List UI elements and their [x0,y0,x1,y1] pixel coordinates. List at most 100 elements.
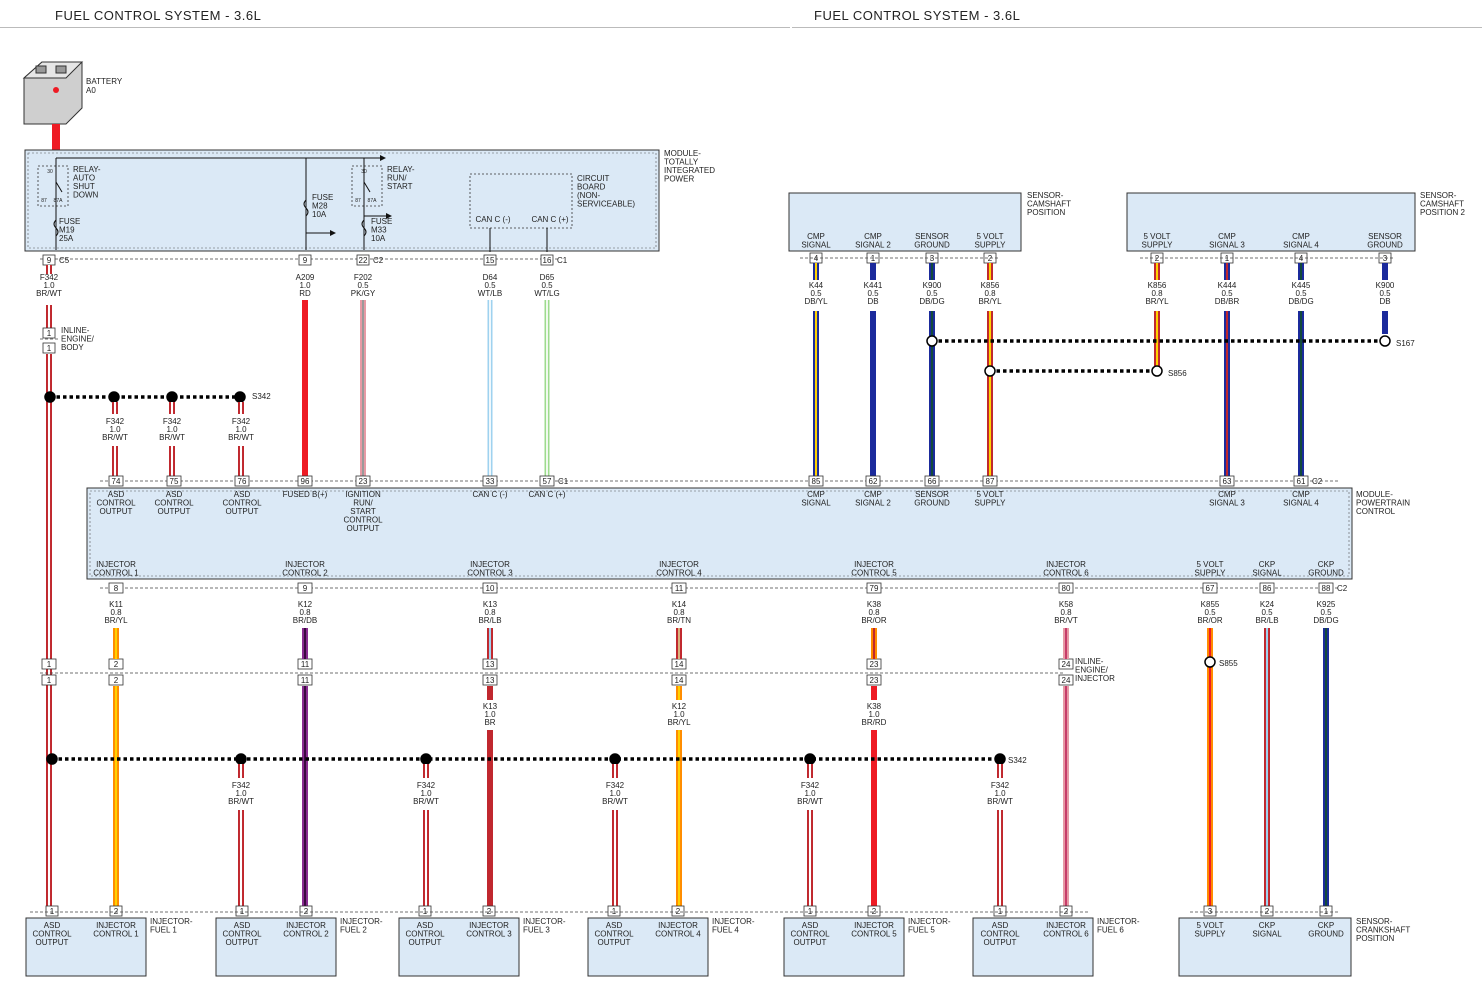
injector-asd-label: OUTPUT [598,938,631,947]
splice-dot [235,753,247,765]
fuse-m28-label: FUSE [312,193,333,202]
sensor-camshaft-2-name: POSITION 2 [1420,208,1465,217]
cmp1-wire-label: 0.8 [984,289,996,298]
page-title-right: FUEL CONTROL SYSTEM - 3.6L [814,8,1021,23]
relay-asd-label: AUTO [73,174,95,183]
cmp1-wire-label: BR/YL [978,297,1002,306]
pcm-top-label: START [350,507,376,516]
ckp-pin [1319,905,1333,917]
tipm-conn-C1: C1 [557,256,568,265]
sensor-camshaft-1-name: CAMSHAFT [1027,200,1071,209]
fuse-m28-arrow [330,230,336,236]
pcm-top-label: CONTROL [96,499,136,508]
f342-label: BR/WT [987,797,1013,806]
pcm-bottom-wire-label: K24 [1260,600,1275,609]
tipm-name: INTEGRATED [664,166,715,175]
inline-injector-pin [108,674,124,686]
pcm-top-pin [1219,475,1235,487]
injector-name: INJECTOR- [712,917,755,926]
relay-run-contact [363,181,371,193]
pcm-top-pin [355,475,371,487]
splice-dot [994,753,1006,765]
relay-run-arrow [386,213,392,219]
cmp2-wire-label: K445 [1292,281,1311,290]
pcm-top-pin [982,475,998,487]
after-inline-label: 1.0 [673,710,685,719]
pcm-top-pin [297,475,313,487]
inline-injector-pin [866,674,882,686]
pcm-bottom-pin-num: 80 [1062,584,1071,593]
sensor-crankshaft [1178,917,1352,977]
pcm-bottom-wire-label: 0.5 [1320,608,1332,617]
injector-asd-label: ASD [606,921,623,930]
pcm-bottom-wire-label: BR/VT [1054,616,1078,625]
tipm-name: POWER [664,175,694,184]
inline-injector-pin-num: 1 [47,660,52,669]
pcm-bottom-pin-num: 9 [303,584,308,593]
pcm-top-label: SIGNAL [801,499,831,508]
pcm-top-pin [482,475,498,487]
pcm-top-label: CMP [807,490,825,499]
ckp-pin-num: 2 [1265,907,1270,916]
f342-label: F342 [801,781,820,790]
tipm-conn-C2: C2 [373,256,384,265]
cmp2-term-label: SUPPLY [1142,241,1174,250]
fuse-m28-label: 10A [312,210,327,219]
f342-label: F342 [163,417,182,426]
tipm-pin-16 [540,254,554,266]
pcm-top-label: CONTROL [222,499,262,508]
relay-asd-label: DOWN [73,191,99,200]
injector-ctrl-label: INJECTOR [469,921,509,930]
cmp2-wire-label: 0.5 [1221,289,1233,298]
pcm-top-pin [108,475,124,487]
injector-pin [803,905,817,917]
pcm-bottom-wire-label: BR/YL [104,616,128,625]
after-inline-label: 1.0 [484,710,496,719]
battery-post [53,87,59,93]
pcm-name: CONTROL [1356,507,1396,516]
title-rule-right [792,27,1482,28]
pcm-module [86,487,1353,580]
pcm-bottom-pin-num: 8 [114,584,119,593]
injector-pin-num: 1 [240,907,245,916]
pcm-top-label: ASD [108,490,125,499]
injector-ctrl-label: INJECTOR [658,921,698,930]
pcm-top-pin-num: 66 [928,477,937,486]
cmp2-pin-num: 1 [1225,254,1230,263]
pcm-bottom-wire-label: BR/OR [1197,616,1223,625]
relay-pin: 30 [47,169,53,175]
injector-pin [867,905,881,917]
cmp2-pin-num: 3 [1383,254,1388,263]
circuit-board-label: BOARD [577,183,606,192]
injector-ctrl-label: CONTROL 1 [93,930,139,939]
injector-pin [607,905,621,917]
injector-asd-label: CONTROL [405,930,445,939]
injector-ctrl-label: CONTROL 6 [1043,930,1089,939]
circuit-board-label: SERVICEABLE) [577,200,635,209]
fuse-m19-label: FUSE [59,217,80,226]
pcm-top-pin-num: 85 [812,477,821,486]
pcm-bottom-label: INJECTOR [285,560,325,569]
pcm-top-pin-num: 57 [543,477,552,486]
injector-fuel-4 [587,917,709,977]
inline-injector-pin [297,674,313,686]
f342-label: 1.0 [994,789,1006,798]
injector-asd-label: ASD [234,921,251,930]
pcm-top-pin-num: 75 [170,477,179,486]
f342-label: BR/WT [602,797,628,806]
cmp1-wire-label: K856 [981,281,1000,290]
injector-asd-label: CONTROL [222,930,262,939]
injector-pin-num: 2 [1064,907,1069,916]
injector-asd-label: CONTROL [980,930,1020,939]
pcm-top-label: CMP [1218,490,1236,499]
splice-dot [108,391,120,403]
inline-body-label: ENGINE/ [61,335,95,344]
pcm-top-label: GROUND [914,499,950,508]
tipm-module [24,149,660,252]
pcm-bottom-wire-label: DB/DG [1313,616,1338,625]
relay-asd-label: RELAY- [73,165,101,174]
pcm-bottom-pin [1259,582,1275,594]
tipm-wire-label: F342 [40,273,59,282]
pcm-top-label: CONTROL [154,499,194,508]
